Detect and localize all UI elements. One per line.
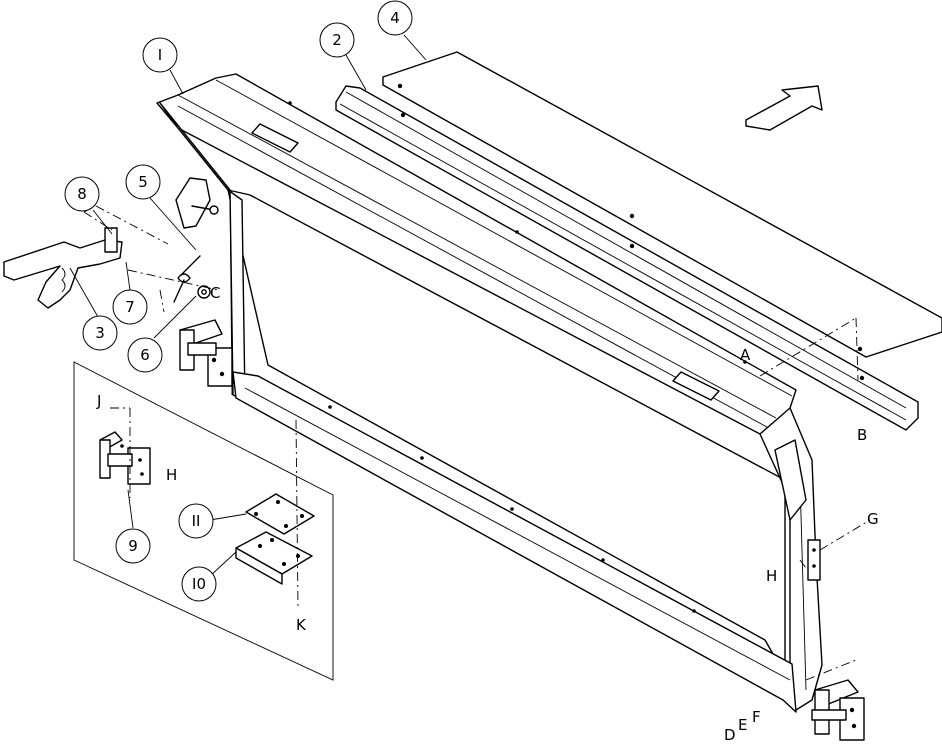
- main-frame: [156, 73, 865, 741]
- leader-lines: [69, 34, 427, 577]
- letter-k: K: [296, 616, 307, 634]
- letter-h-right: H: [766, 567, 777, 585]
- svg-text:6: 6: [140, 346, 150, 364]
- letter-h-inset: H: [166, 466, 177, 484]
- alignment-lines: [110, 317, 871, 681]
- letter-f: F: [752, 708, 761, 726]
- letter-g: G: [867, 510, 879, 528]
- svg-text:8: 8: [77, 185, 87, 203]
- svg-text:I: I: [158, 46, 162, 64]
- svg-text:7: 7: [125, 298, 135, 316]
- callout-1: I: [142, 37, 178, 73]
- svg-text:II: II: [192, 512, 201, 530]
- callout-10: I0: [181, 566, 217, 602]
- callout-3: 3: [82, 315, 118, 351]
- latch-handle: [3, 239, 123, 309]
- letter-j: J: [96, 392, 101, 410]
- letter-c: C: [210, 284, 220, 302]
- callout-9: 9: [115, 528, 151, 564]
- callout-5: 5: [125, 164, 161, 200]
- svg-text:I0: I0: [192, 575, 206, 593]
- svg-text:5: 5: [138, 173, 148, 191]
- callout-7: 7: [112, 289, 148, 325]
- letter-e: E: [738, 716, 747, 734]
- svg-text:2: 2: [332, 31, 342, 49]
- callout-8: 8: [64, 176, 100, 212]
- callout-4: 4: [377, 0, 413, 36]
- letter-b: B: [857, 426, 867, 444]
- callout-6: 6: [127, 337, 163, 373]
- latch-assembly: [3, 177, 219, 313]
- letter-d: D: [724, 726, 736, 744]
- callout-2: 2: [319, 22, 355, 58]
- direction-arrow: [745, 85, 823, 131]
- svg-text:4: 4: [390, 9, 400, 27]
- inset-panel: [73, 361, 334, 681]
- svg-text:3: 3: [95, 324, 105, 342]
- torsion-spring: [173, 255, 201, 303]
- angle-rail: [335, 85, 919, 431]
- callout-11: II: [178, 503, 214, 539]
- latch-plate: [175, 177, 211, 229]
- letter-a: A: [740, 346, 751, 364]
- svg-text:9: 9: [128, 537, 138, 555]
- top-cover-plate: [382, 51, 942, 358]
